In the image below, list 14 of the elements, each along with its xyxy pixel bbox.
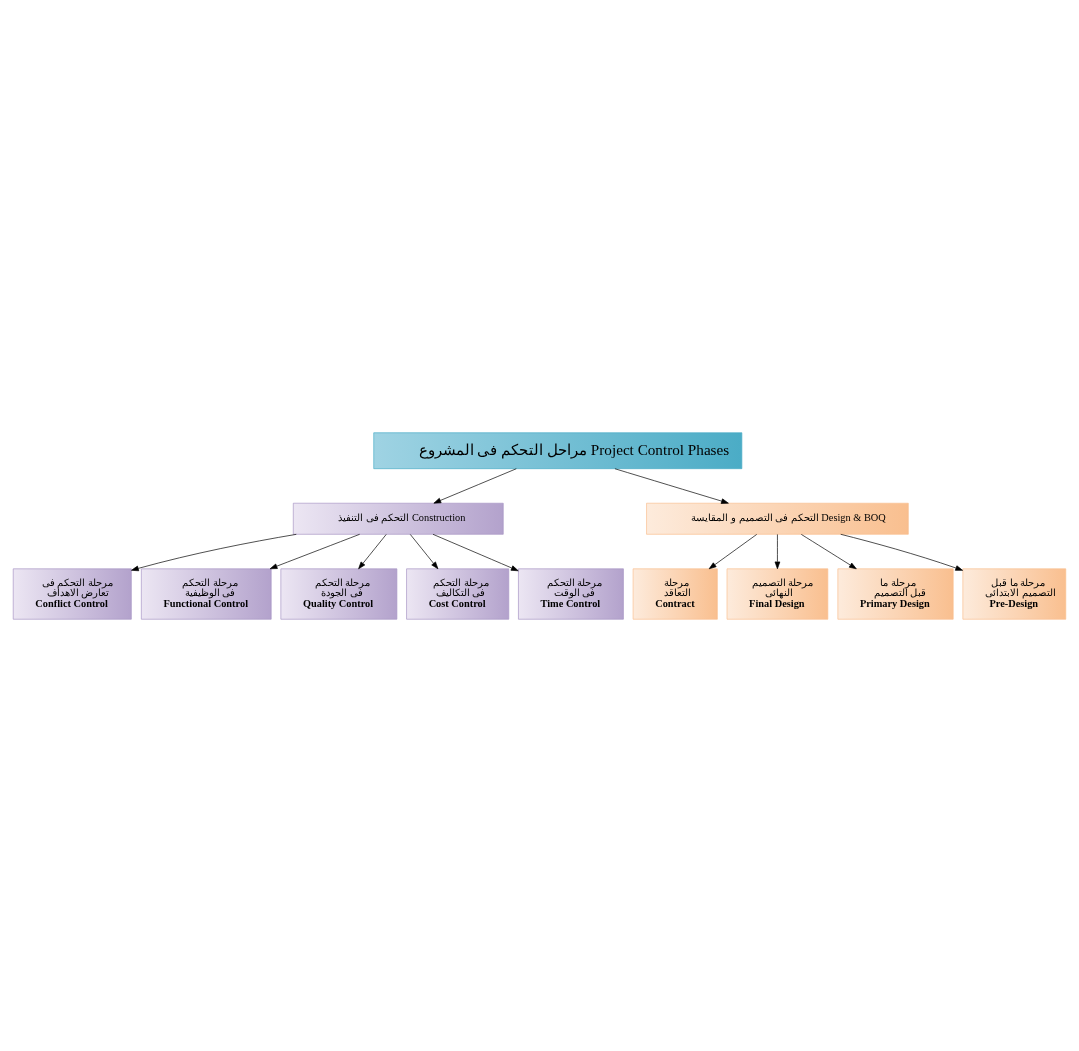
arrow xyxy=(131,533,297,571)
node-box: التحكم فى التنفيذ Construction xyxy=(292,502,504,535)
node-box: مراحل التحكم فى المشروع Project Control Phases xyxy=(373,431,743,469)
arrow xyxy=(409,533,439,569)
arrow xyxy=(800,533,857,569)
arrow xyxy=(432,533,519,571)
arrow xyxy=(774,533,781,569)
node-box: التحكم فى التصميم و المقايسة Design & BOQ xyxy=(646,502,909,535)
arrow xyxy=(708,533,758,569)
arrow xyxy=(840,533,963,571)
arrow xyxy=(614,467,729,504)
arrow xyxy=(358,533,387,569)
arrow xyxy=(433,467,517,504)
arrow xyxy=(269,533,360,569)
